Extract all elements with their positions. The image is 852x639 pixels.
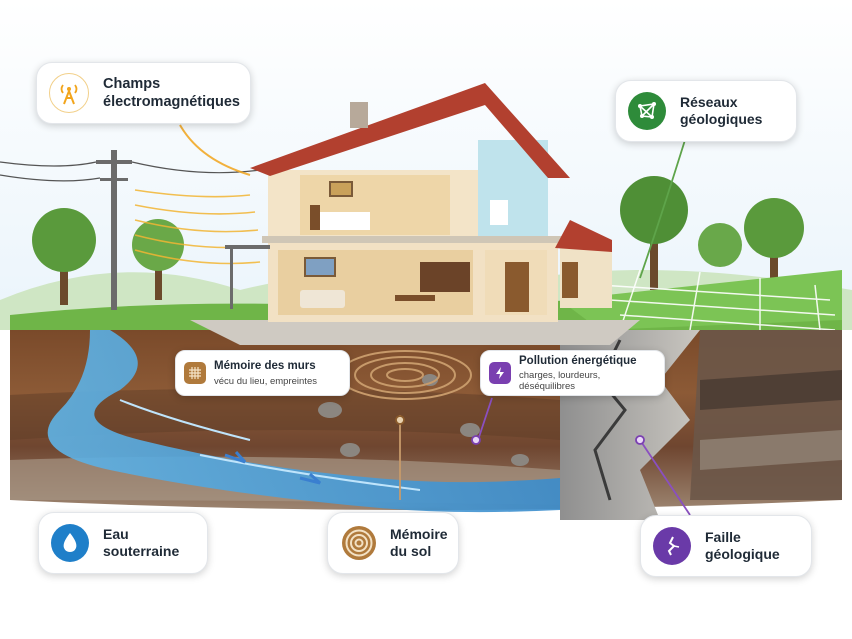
connector-lines bbox=[395, 139, 691, 516]
energy-pollution-card: Pollution énergétique charges, lourdeurs… bbox=[480, 350, 665, 396]
geo-fault-label: Faille géologique bbox=[705, 528, 780, 563]
geo-fault-card: Faille géologique bbox=[640, 515, 812, 577]
power-pole bbox=[0, 150, 261, 310]
emf-card: Champs électromagnétiques bbox=[36, 62, 251, 124]
network-icon bbox=[628, 92, 666, 130]
crack-icon bbox=[653, 527, 691, 565]
pebbles bbox=[318, 374, 529, 466]
geo-grid bbox=[599, 269, 836, 332]
groundwater-card: Eau souterraine bbox=[38, 512, 208, 574]
em-waves bbox=[134, 124, 261, 265]
wall-grid-icon bbox=[184, 362, 206, 384]
groundwater-label: Eau souterraine bbox=[103, 525, 180, 560]
rings-icon bbox=[340, 524, 378, 562]
emf-label: Champs électromagnétiques bbox=[103, 75, 240, 110]
trees-right bbox=[620, 176, 804, 290]
soil-memory-label: Mémoire du sol bbox=[390, 525, 448, 560]
energy-pollution-sub: charges, lourdeurs, déséquilibres bbox=[519, 370, 601, 393]
geo-networks-card: Réseaux géologiques bbox=[615, 80, 797, 142]
wall-memory-card: Mémoire des murs vécu du lieu, empreinte… bbox=[175, 350, 350, 396]
roof bbox=[250, 83, 570, 178]
house bbox=[190, 83, 640, 345]
water-drop-icon bbox=[51, 524, 89, 562]
geo-networks-label: Réseaux géologiques bbox=[680, 93, 763, 128]
wall-memory-title: Mémoire des murs bbox=[214, 360, 316, 373]
underground-river bbox=[47, 330, 560, 513]
wall-memory-sub: vécu du lieu, empreintes bbox=[214, 375, 317, 387]
antenna-icon bbox=[49, 73, 89, 113]
lightning-icon bbox=[489, 362, 511, 384]
soil-memory-card: Mémoire du sol bbox=[327, 512, 459, 574]
energy-pollution-title: Pollution énergétique bbox=[519, 354, 637, 367]
